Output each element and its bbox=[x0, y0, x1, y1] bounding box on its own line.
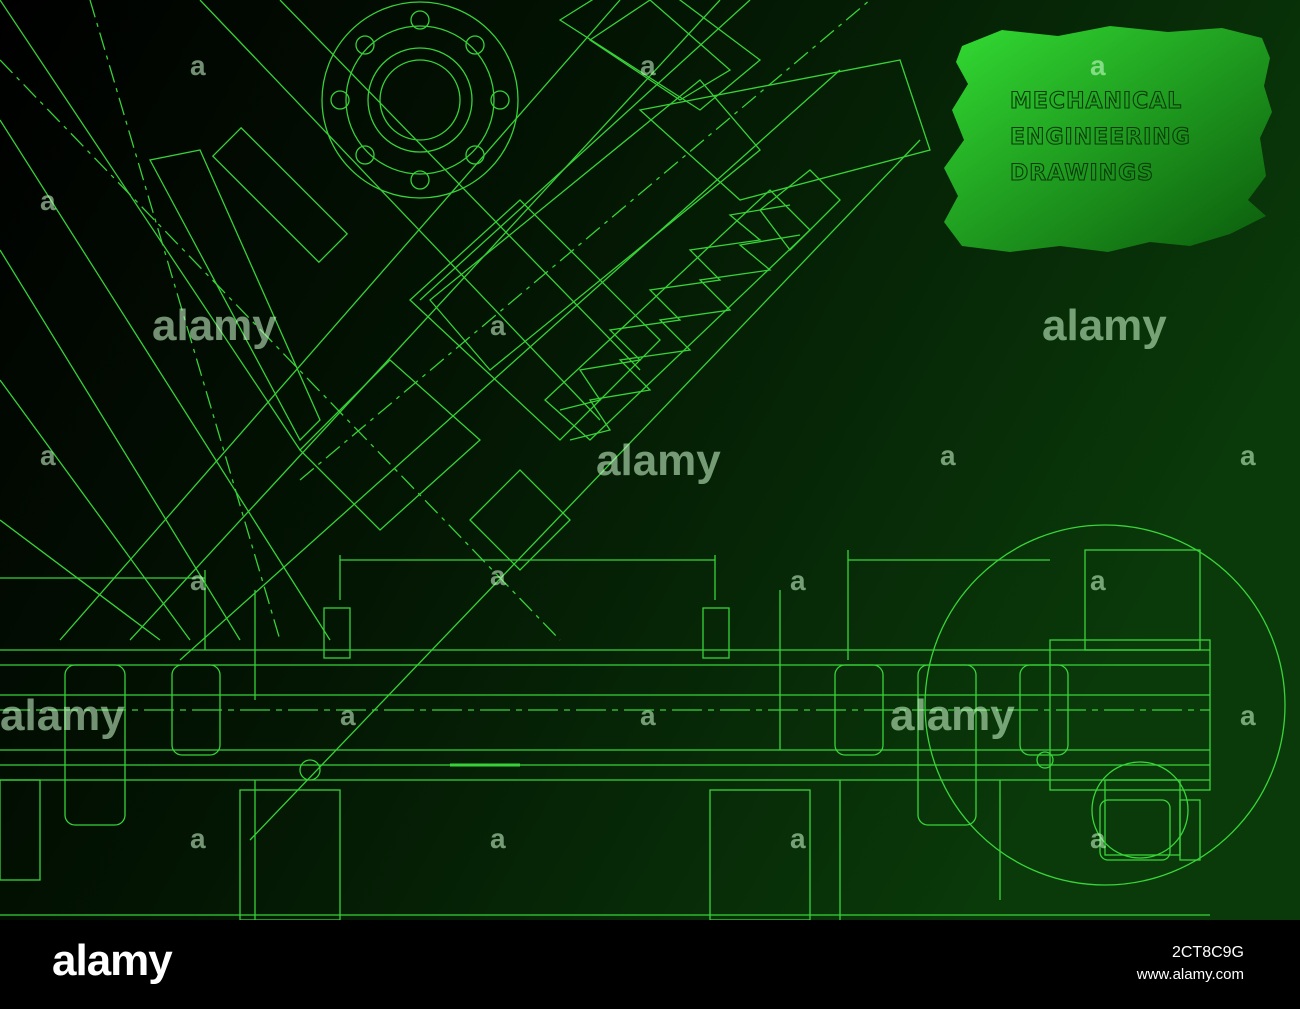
watermark-letter: a bbox=[640, 700, 656, 731]
watermark-letter: a bbox=[490, 560, 506, 591]
watermark-letter: a bbox=[190, 565, 206, 596]
technical-drawing-area: MECHANICAL ENGINEERING DRAWINGS alamy al… bbox=[0, 0, 1300, 920]
drawing-lines bbox=[0, 0, 1286, 920]
watermark-letter: a bbox=[40, 440, 56, 471]
title-line-2: ENGINEERING bbox=[1010, 125, 1191, 150]
watermark-letter: a bbox=[1240, 440, 1256, 471]
watermark-letter: a bbox=[1090, 823, 1106, 854]
footer-logo[interactable]: alamy bbox=[52, 936, 173, 985]
watermark-word: alamy bbox=[0, 691, 125, 740]
title-line-1: MECHANICAL bbox=[1010, 89, 1182, 114]
image-id: 2CT8C9G bbox=[1171, 944, 1244, 961]
watermark-letter: a bbox=[790, 565, 806, 596]
watermark-letter: a bbox=[940, 440, 956, 471]
watermark-word: alamy bbox=[152, 301, 277, 350]
watermark-letter: a bbox=[190, 823, 206, 854]
watermark-letter: a bbox=[1090, 50, 1106, 81]
title-badge: MECHANICAL ENGINEERING DRAWINGS bbox=[944, 26, 1272, 252]
watermark-word: alamy bbox=[596, 436, 721, 485]
title-line-3: DRAWINGS bbox=[1010, 161, 1154, 186]
watermark-word: alamy bbox=[890, 691, 1015, 740]
watermark-letter: a bbox=[490, 310, 506, 341]
watermark-letter: a bbox=[340, 700, 356, 731]
watermark-letter: a bbox=[790, 823, 806, 854]
footer-bar bbox=[0, 920, 1300, 1009]
watermark-letter: a bbox=[1240, 700, 1256, 731]
watermark-letter: a bbox=[490, 823, 506, 854]
watermark-word: alamy bbox=[1042, 301, 1167, 350]
watermark-letter: a bbox=[640, 50, 656, 81]
watermarks: alamy alamy alamy alamy alamy a a a a a … bbox=[0, 50, 1256, 854]
watermark-letter: a bbox=[1090, 565, 1106, 596]
footer-url[interactable]: www.alamy.com bbox=[1136, 966, 1244, 983]
watermark-letter: a bbox=[190, 50, 206, 81]
watermark-letter: a bbox=[40, 185, 56, 216]
